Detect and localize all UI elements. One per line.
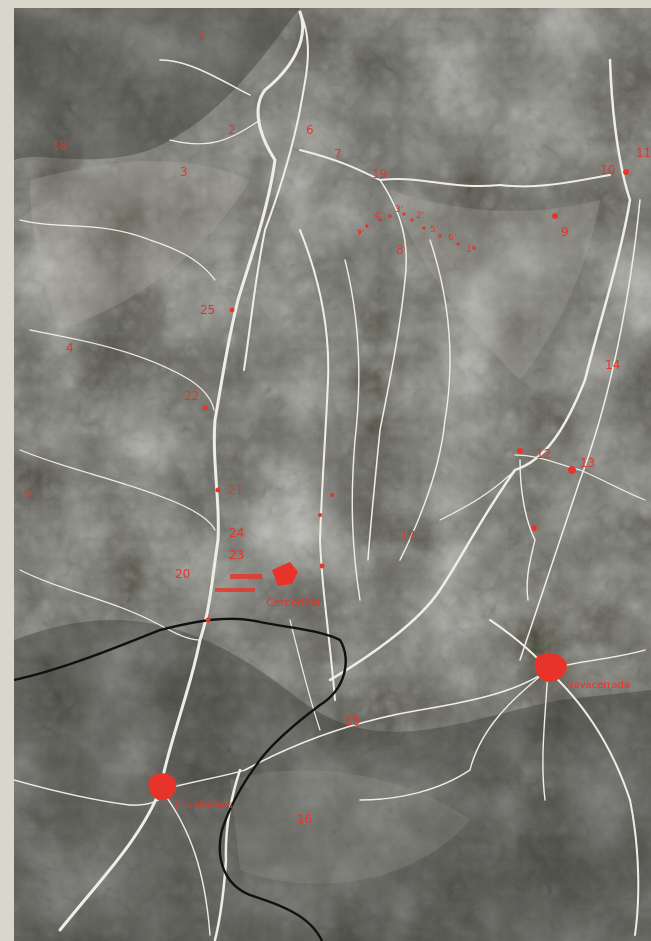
peak-label-5: 5' <box>430 225 438 235</box>
map-label-10: 10 <box>600 163 615 177</box>
map-label-8: 8 <box>396 243 404 257</box>
peak-label-4: 4' <box>374 211 382 221</box>
map-label-15: 15 <box>345 714 360 728</box>
map-label-19: 19 <box>372 167 387 181</box>
map-label-4: 4 <box>66 341 74 355</box>
map-labels: 1 2 3 4 5 6 7 8 9 10 11 12 13 14 15 16 1… <box>24 29 651 826</box>
map-label-3: 3 <box>180 165 188 179</box>
map-label-17: 17 <box>400 529 415 543</box>
map-label-7: 7 <box>334 147 342 161</box>
ridge-dots <box>358 212 476 250</box>
navacerrada-town: Navacerrada <box>534 653 630 691</box>
map-label-2: 2 <box>228 123 236 137</box>
map-label-9: 9 <box>561 225 569 239</box>
map-label-22: 22 <box>184 389 199 403</box>
map-label-5: 5 <box>24 487 32 501</box>
peak-label-7: 7' <box>356 229 364 239</box>
map-label-12: 12 <box>536 447 551 461</box>
map-label-18: 18 <box>52 139 67 153</box>
terrain <box>14 8 651 941</box>
map-label-1: 1 <box>198 29 206 43</box>
peak-label-6: 6' <box>448 233 456 243</box>
map-label-6: 6 <box>306 123 314 137</box>
map-label-23: 23 <box>229 548 244 562</box>
map-label-21: 21 <box>228 483 243 497</box>
map-label-25: 25 <box>200 303 215 317</box>
peak-label-1: 1' <box>466 245 474 255</box>
peak-label-3: 3' <box>395 205 403 215</box>
map-label-20: 20 <box>175 567 190 581</box>
cercedilla-label: Cercedilla <box>266 596 320 609</box>
road <box>14 617 347 941</box>
peak-labels: 1' 2' 3' 4' 5' 6' 7' <box>356 205 474 255</box>
los-molinos-town: Los Molinos <box>148 773 233 811</box>
peak-label-2: 2' <box>416 211 424 221</box>
map-label-11: 11 <box>636 146 651 160</box>
los-molinos-label: Los Molinos <box>175 800 233 811</box>
map-label-13: 13 <box>580 456 595 470</box>
cercedilla-town: Cercedilla <box>215 562 320 609</box>
towns: Cercedilla Navacerrada Los Molinos <box>148 562 630 811</box>
point-markers <box>202 169 629 623</box>
navacerrada-label: Navacerrada <box>566 680 630 691</box>
map-label-14: 14 <box>605 358 620 372</box>
map-label-24: 24 <box>229 526 244 540</box>
map-label-16: 16 <box>297 812 312 826</box>
